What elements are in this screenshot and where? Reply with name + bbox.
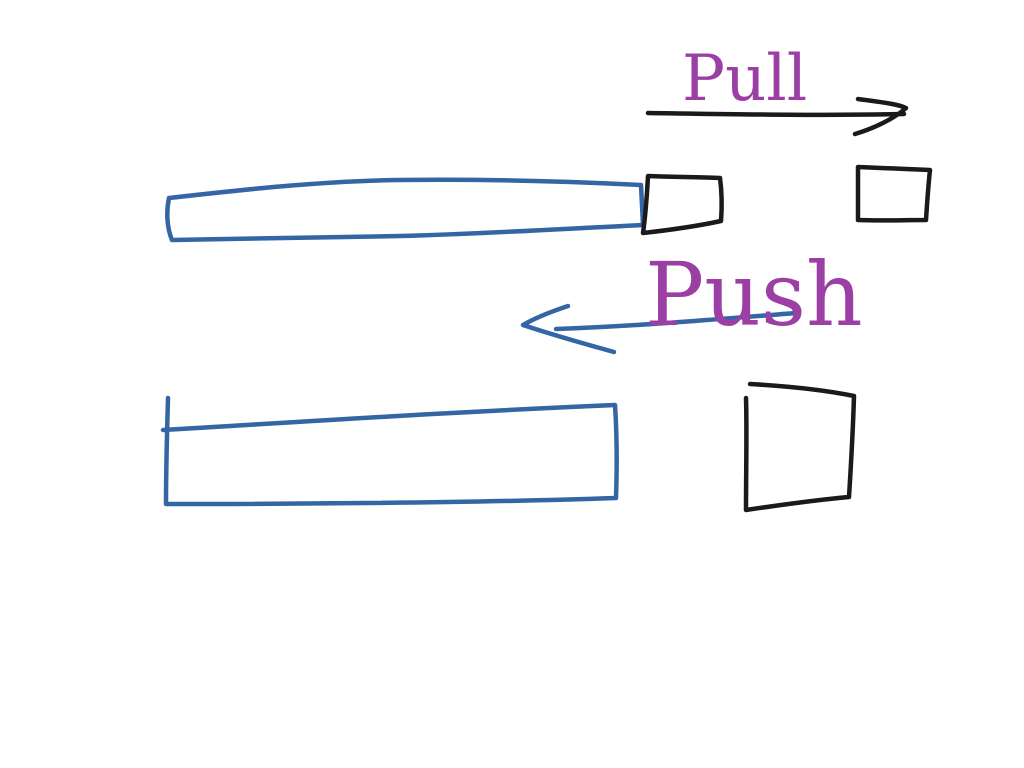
pull-label: Pull: [682, 42, 807, 116]
pull-scene: Pull: [165, 42, 933, 243]
push-arrow-head: [520, 303, 617, 355]
box-at-stick-end: [640, 173, 724, 236]
push-scene: Push: [160, 243, 863, 513]
box-pulled: [855, 164, 933, 223]
stick-push: [160, 395, 619, 507]
pull-arrow-head: [852, 96, 909, 137]
push-arrow-shaft: [553, 310, 799, 332]
stick-pull: [165, 177, 646, 243]
push-label: Push: [645, 243, 863, 346]
pull-arrow-shaft: [645, 110, 907, 118]
box-pushed: [743, 381, 857, 513]
